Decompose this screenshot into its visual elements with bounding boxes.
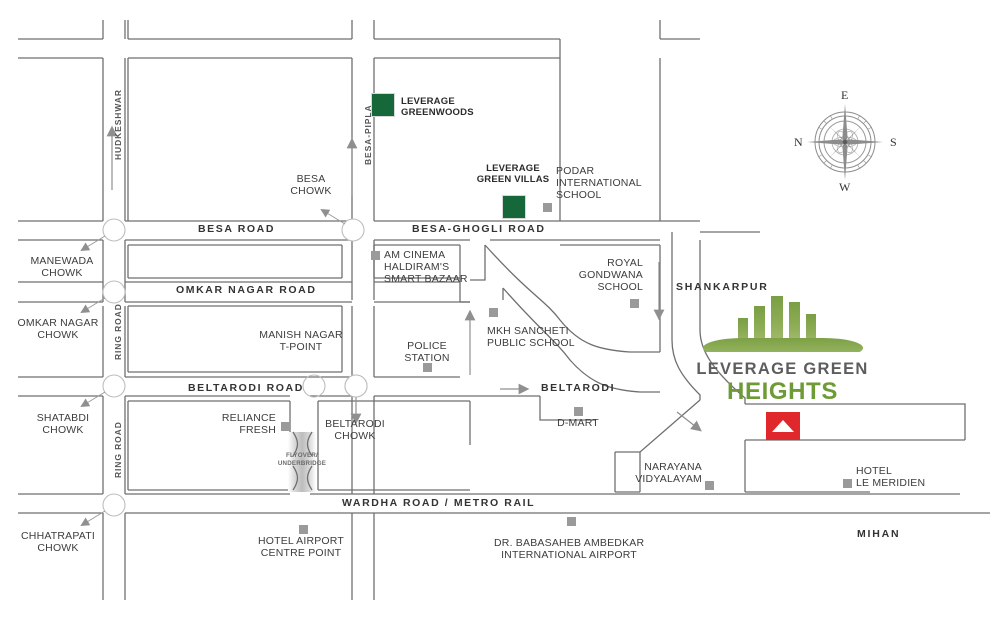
road-label-besa-road: BESA ROAD: [198, 223, 276, 235]
poi-label-royal-gondwana: ROYAL GONDWANA SCHOOL: [578, 257, 643, 293]
poi-marker-airport: [567, 517, 576, 526]
area-label-shankarpur: SHANKARPUR: [676, 281, 769, 293]
compass-label-left: N: [794, 135, 803, 149]
logo-title: LEVERAGE GREEN: [696, 360, 869, 378]
road-label-beltarodi-road: BELTARODI ROAD: [188, 382, 304, 394]
road-label-beltarodi: BELTARODI: [541, 382, 616, 394]
junction-label-chhatrapati-chowk: CHHATRAPATI CHOWK: [21, 530, 95, 554]
junction-label-omkar-nagar-chowk: OMKAR NAGAR CHOWK: [17, 317, 99, 341]
poi-marker-podar-school: [543, 203, 552, 212]
poi-marker-dmart: [574, 407, 583, 416]
poi-label-airport: DR. BABASAHEB AMBEDKAR INTERNATIONAL AIR…: [494, 537, 645, 561]
junction-label-manewada-chowk: MANEWADA CHOWK: [30, 255, 94, 279]
triangle-up-icon: [765, 412, 800, 440]
poi-marker-reliance-fresh: [281, 422, 290, 431]
poi-label-narayana: NARAYANA VIDYALAYAM: [635, 461, 702, 485]
road-label-besa-ghogli-road: BESA-GHOGLI ROAD: [412, 223, 546, 235]
poi-label-am-cinema: AM CINEMA HALDIRAM'S SMART BAZAAR: [384, 249, 468, 285]
poi-label-mkh-sancheti: MKH SANCHETI PUBLIC SCHOOL: [487, 325, 575, 349]
poi-label-dmart: D-MART: [557, 417, 599, 429]
area-label-mihan: MIHAN: [857, 528, 901, 540]
junction-label-beltarodi-chowk: BELTARODI CHOWK: [325, 418, 385, 442]
logo-building-icon: [690, 296, 875, 358]
flyover-label: FLYOVER/ UNDERBRIDGE: [277, 452, 327, 467]
junction-label-manish-nagar-t-point: MANISH NAGAR T-POINT: [259, 329, 343, 353]
project-label-leverage-greenwoods: LEVERAGE GREENWOODS: [401, 96, 474, 119]
logo-hill-shape: [703, 338, 863, 352]
flyover-gradient: [288, 432, 316, 492]
compass-label-right: S: [890, 135, 897, 149]
poi-marker-le-meridien: [843, 479, 852, 488]
road-label-ring-road-2: RING ROAD: [113, 421, 123, 478]
poi-marker-narayana: [705, 481, 714, 490]
poi-label-podar-school: PODAR INTERNATIONAL SCHOOL: [556, 165, 642, 201]
project-label-leverage-green-villas: LEVERAGE GREEN VILLAS: [476, 163, 550, 186]
project-marker-leverage-greenwoods[interactable]: [371, 93, 395, 117]
poi-marker-police-station: [423, 363, 432, 372]
poi-marker-am-cinema: [371, 251, 380, 260]
poi-marker-mkh-sancheti: [489, 308, 498, 317]
compass-rose: E N S W: [786, 88, 904, 196]
poi-label-reliance-fresh: RELIANCE FRESH: [221, 412, 276, 436]
junction-label-shatabdi-chowk: SHATABDI CHOWK: [36, 412, 90, 436]
road-label-omkar-nagar-road: OMKAR NAGAR ROAD: [176, 284, 317, 296]
road-label-hudkeshwar: HUDKESHWAR: [113, 89, 123, 160]
junction-label-besa-chowk: BESA CHOWK: [290, 173, 332, 197]
poi-label-hotel-airport: HOTEL AIRPORT CENTRE POINT: [257, 535, 345, 559]
road-label-ring-road-1: RING ROAD: [113, 303, 123, 360]
poi-marker-royal-gondwana: [630, 299, 639, 308]
compass-label-bottom: W: [839, 180, 851, 194]
poi-label-le-meridien: HOTEL LE MERIDIEN: [856, 465, 926, 489]
road-label-wardha-road: WARDHA ROAD / METRO RAIL: [342, 497, 536, 509]
compass-graphic: [807, 104, 883, 180]
leverage-green-heights-logo[interactable]: LEVERAGE GREEN HEIGHTS: [690, 296, 875, 440]
poi-label-police-station: POLICE STATION: [404, 340, 450, 364]
project-marker-leverage-green-villas[interactable]: [502, 195, 526, 219]
logo-subtitle: HEIGHTS: [727, 378, 838, 405]
compass-label-top: E: [841, 88, 849, 102]
poi-marker-hotel-airport: [299, 525, 308, 534]
